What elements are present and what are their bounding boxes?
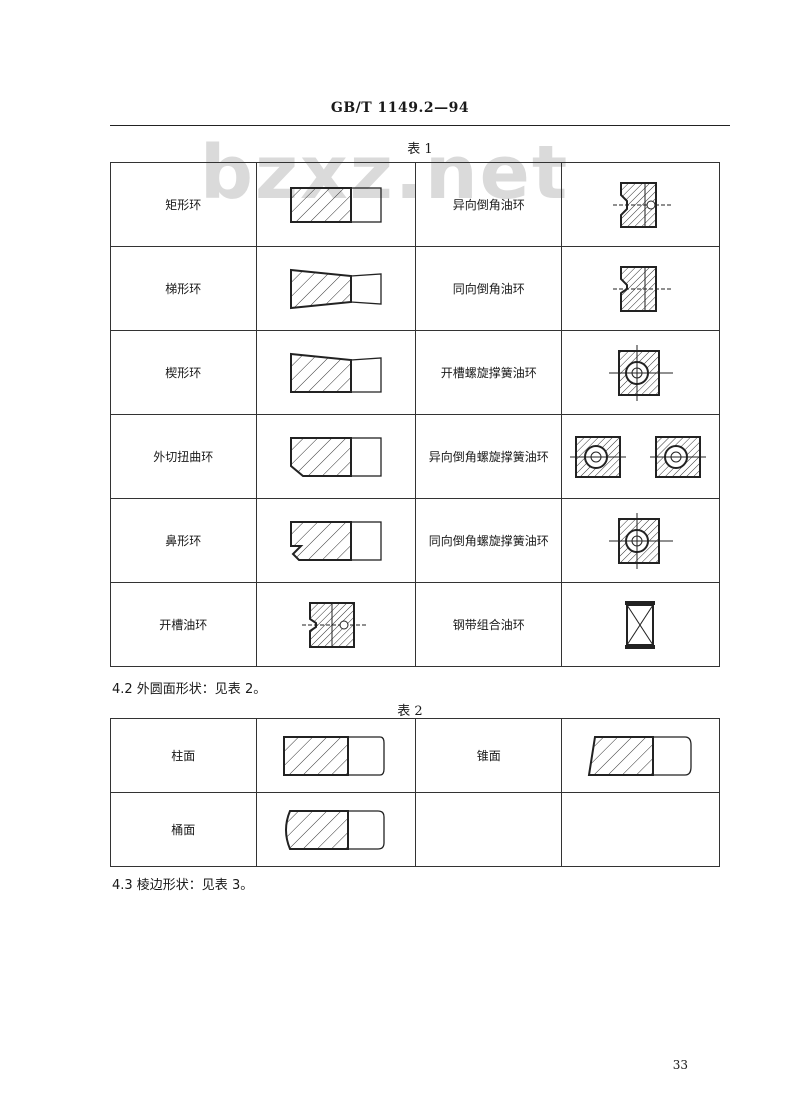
steel-rail-combined-oil-ring-figure [561, 582, 720, 667]
ring-type-label: 异向倒角油环 [415, 162, 562, 247]
barrel-face-figure [255, 792, 417, 867]
section-4-2: 4.2 外圆面形状：见表 2。 [112, 682, 267, 697]
section-4-3: 4.3 棱边形状：见表 3。 [112, 878, 254, 893]
table1-caption: 表 1 [407, 142, 433, 157]
opposite-chamfer-oil-ring-figure [561, 162, 720, 247]
slotted-coil-spring-oil-ring-figure [561, 330, 720, 415]
table-row: 鼻形环 同向倒角螺旋撑簧油环 [110, 498, 720, 583]
opposite-chamfer-coil-spring-oil-ring-figure [561, 414, 720, 499]
table-row: 梯形环 同向倒角油环 [110, 246, 720, 331]
ring-type-label: 开槽油环 [110, 582, 257, 667]
cylindrical-face-figure [255, 718, 417, 793]
table-row: 外切扭曲环 异向倒角螺旋撑簧油环 [110, 414, 720, 499]
ring-type-label: 异向倒角螺旋撑簧油环 [415, 414, 562, 499]
ring-type-label: 楔形环 [110, 330, 257, 415]
table2-caption: 表 2 [397, 704, 423, 719]
ring-type-label: 开槽螺旋撑簧油环 [415, 330, 562, 415]
table-row: 开槽油环 钢带组合油环 [110, 582, 720, 667]
table-row: 矩形环 异向倒角油环 [110, 162, 720, 247]
table-row: 楔形环 开槽螺旋撑簧油环 [110, 330, 720, 415]
ring-type-label: 矩形环 [110, 162, 257, 247]
standard-number-header: GB/T 1149.2—94 [330, 100, 470, 116]
table-row: 桶面 [110, 792, 720, 867]
ring-type-label: 同向倒角螺旋撑簧油环 [415, 498, 562, 583]
same-chamfer-coil-spring-oil-ring-figure [561, 498, 720, 583]
table-1: 矩形环 异向倒角油环 梯形环 同向倒角油环 楔形环 开槽螺旋撑簧油环 外切扭曲环 [110, 162, 720, 667]
slotted-oil-ring-figure [255, 582, 417, 667]
same-chamfer-oil-ring-figure [561, 246, 720, 331]
scraper-ring-figure [255, 498, 417, 583]
surface-type-label: 锥面 [415, 718, 563, 793]
table-row: 柱面 锥面 [110, 718, 720, 793]
keystone-ring-figure [255, 246, 417, 331]
ring-type-label: 鼻形环 [110, 498, 257, 583]
surface-type-label: 柱面 [110, 718, 257, 793]
half-keystone-ring-figure [255, 330, 417, 415]
rectangular-ring-figure [255, 162, 417, 247]
ring-type-label: 梯形环 [110, 246, 257, 331]
taper-face-figure [561, 718, 720, 793]
header-rule [110, 125, 730, 126]
ring-type-label: 钢带组合油环 [415, 582, 562, 667]
ring-type-label: 外切扭曲环 [110, 414, 257, 499]
internal-bevel-twist-ring-figure [255, 414, 417, 499]
surface-type-label [415, 792, 563, 867]
page-number: 33 [672, 1058, 688, 1072]
empty-cell [561, 792, 720, 867]
surface-type-label: 桶面 [110, 792, 257, 867]
ring-type-label: 同向倒角油环 [415, 246, 562, 331]
table-2: 柱面 锥面 桶面 [110, 718, 720, 867]
